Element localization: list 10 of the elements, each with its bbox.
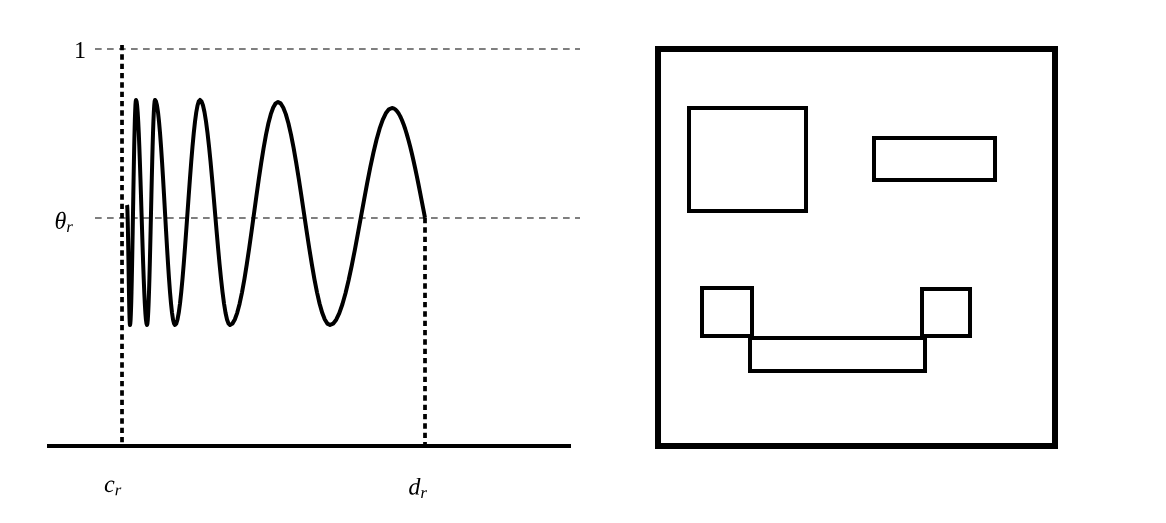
rectangle-box (920, 287, 972, 338)
rectangle-box (700, 286, 754, 338)
rectangle-box (748, 336, 927, 373)
rectangle-box (872, 136, 997, 182)
axis-label: c$_{r}$ (104, 480, 122, 496)
rectangle-box (687, 106, 808, 213)
axis-label: d$_{r}$ (409, 477, 427, 499)
axis-label: θ$_{r}$ (55, 211, 73, 233)
frame-box (655, 46, 1058, 449)
axis-label: 1 (76, 42, 85, 58)
